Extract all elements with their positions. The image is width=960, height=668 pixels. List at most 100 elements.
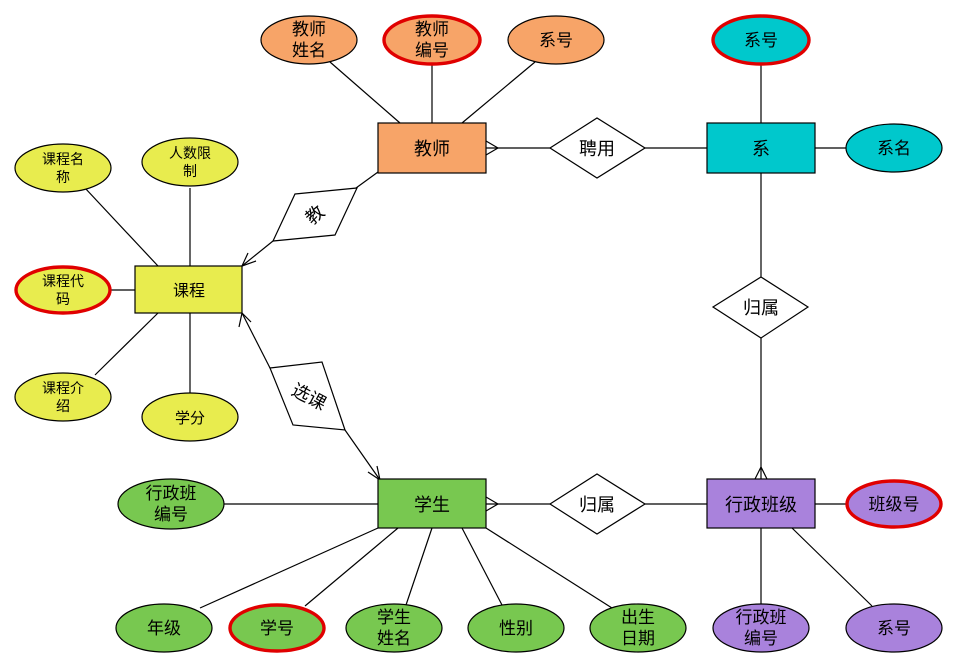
entity-course[interactable]: 课程 <box>134 265 243 314</box>
relationship-student-class-label: 归属 <box>579 495 615 516</box>
entity-teacher-label: 教师 <box>414 139 450 160</box>
entity-class-box <box>706 478 816 529</box>
attribute-teacher-dept-no[interactable]: 系号 <box>507 15 605 65</box>
line-belong-class-fork-b <box>760 466 768 480</box>
attribute-class-id-ellipse <box>712 603 810 653</box>
entity-student[interactable]: 学生 <box>377 478 487 529</box>
attribute-course-limit-line1: 人数限 <box>169 146 211 162</box>
attribute-course-name[interactable]: 课程名 称 <box>14 143 112 193</box>
relationship-hire[interactable]: 聘用 <box>548 117 647 179</box>
line-course-intro <box>94 312 159 376</box>
attribute-student-grade[interactable]: 年级 <box>115 603 213 653</box>
relationship-select-diamond <box>269 361 346 431</box>
relationship-teach[interactable]: 教 <box>272 187 358 242</box>
attribute-student-birth-ellipse <box>589 603 687 653</box>
relationship-dept-class-label: 归属 <box>743 298 779 319</box>
attribute-student-birth[interactable]: 出生 日期 <box>589 603 687 653</box>
attribute-course-limit[interactable]: 人数限 制 <box>141 137 239 187</box>
attribute-student-name-ellipse <box>345 603 443 653</box>
entity-class[interactable]: 行政班级 <box>706 478 816 529</box>
attribute-course-credit-label: 学分 <box>175 409 205 427</box>
attribute-class-id-line1: 行政班 <box>736 608 787 628</box>
attribute-course-limit-ellipse <box>141 137 239 187</box>
line-teach-course <box>241 240 274 267</box>
entity-dept-box <box>706 122 816 174</box>
attribute-teacher-name-line1: 教师 <box>292 20 326 40</box>
attribute-student-class-no-line1: 行政班 <box>146 484 197 504</box>
attribute-student-name[interactable]: 学生 姓名 <box>345 603 443 653</box>
attribute-teacher-dept-no-label: 系号 <box>539 31 573 51</box>
attribute-dept-name[interactable]: 系名 <box>845 123 943 173</box>
attribute-class-no[interactable]: 班级号 <box>845 479 943 529</box>
line-student-gender <box>461 527 503 606</box>
attribute-course-name-ellipse <box>14 143 112 193</box>
entity-teacher[interactable]: 教师 <box>377 122 487 174</box>
line-select-student-fork-b <box>376 465 381 481</box>
line-course-select <box>241 312 271 369</box>
attribute-course-intro-ellipse <box>14 372 112 422</box>
entity-student-label: 学生 <box>414 495 450 516</box>
attribute-course-code-ellipse <box>14 265 112 315</box>
relationship-student-class[interactable]: 归属 <box>548 473 647 535</box>
line-course-select-fork-a <box>238 312 243 328</box>
line-teacher-dept-no <box>461 61 536 124</box>
attribute-student-no-label: 学号 <box>260 619 294 639</box>
attribute-course-credit-ellipse <box>141 392 239 442</box>
relationship-dept-class[interactable]: 归属 <box>711 276 810 339</box>
relationship-hire-label: 聘用 <box>579 139 615 160</box>
line-teach-course-fork-b <box>241 252 249 267</box>
attribute-course-limit-line2: 制 <box>183 164 197 180</box>
attribute-class-dept-no-label: 系号 <box>877 619 911 639</box>
attribute-student-name-line2: 姓名 <box>377 629 411 649</box>
connector-lines <box>84 61 873 609</box>
attribute-student-grade-label: 年级 <box>147 619 181 639</box>
relationship-select[interactable]: 选课 <box>269 361 346 431</box>
attribute-class-no-label: 班级号 <box>869 495 920 515</box>
attribute-student-gender[interactable]: 性别 <box>467 603 565 653</box>
line-student-grade <box>199 527 379 609</box>
attribute-course-credit[interactable]: 学分 <box>141 392 239 442</box>
line-student-belong-fork-b <box>485 503 499 512</box>
attribute-dept-no[interactable]: 系号 <box>711 14 811 66</box>
attribute-student-name-line1: 学生 <box>377 608 411 628</box>
attribute-student-no-ellipse <box>228 603 326 653</box>
attribute-student-class-no-ellipse <box>117 478 225 530</box>
line-student-birth <box>485 527 613 609</box>
attribute-student-birth-line2: 日期 <box>621 629 655 649</box>
attribute-student-gender-label: 性别 <box>499 619 533 639</box>
line-student-no <box>304 527 399 607</box>
line-course-select-fork-b <box>241 312 252 323</box>
attribute-class-id[interactable]: 行政班 编号 <box>712 603 810 653</box>
line-teacher-teach <box>355 171 379 189</box>
line-belong-class-fork-a <box>754 466 762 480</box>
attribute-teacher-no[interactable]: 教师 编号 <box>382 14 482 66</box>
attribute-class-dept-no[interactable]: 系号 <box>845 603 943 653</box>
line-teacher-hire-fork-a <box>485 140 499 149</box>
attribute-student-grade-ellipse <box>115 603 213 653</box>
attribute-course-intro-line1: 课程介 <box>42 381 84 397</box>
line-class-dept-no <box>791 527 873 607</box>
attribute-class-no-ellipse <box>845 479 943 529</box>
attribute-course-intro[interactable]: 课程介 绍 <box>14 372 112 422</box>
attribute-student-birth-line1: 出生 <box>621 608 655 628</box>
entity-dept[interactable]: 系 <box>706 122 816 174</box>
relationship-teach-diamond <box>272 187 358 242</box>
attribute-teacher-no-line1: 教师 <box>415 20 449 40</box>
attribute-course-name-line1: 课程名 <box>42 152 84 168</box>
attribute-course-name-line2: 称 <box>56 170 70 186</box>
entity-class-label: 行政班级 <box>725 495 797 516</box>
entity-course-label: 课程 <box>173 281 205 300</box>
attribute-course-code[interactable]: 课程代 码 <box>14 265 112 315</box>
attribute-teacher-name-ellipse <box>260 15 358 65</box>
attribute-teacher-name[interactable]: 教师 姓名 <box>260 15 358 65</box>
attribute-teacher-no-ellipse <box>382 14 482 66</box>
attribute-class-id-line2: 编号 <box>744 629 778 649</box>
entity-course-box <box>134 265 243 314</box>
line-teacher-hire-fork-b <box>485 147 499 156</box>
attribute-student-class-no[interactable]: 行政班 编号 <box>117 478 225 530</box>
attribute-student-no[interactable]: 学号 <box>228 603 326 653</box>
entity-teacher-box <box>377 122 487 174</box>
attribute-class-dept-no-ellipse <box>845 603 943 653</box>
line-student-name <box>405 527 433 606</box>
attribute-course-code-line2: 码 <box>56 292 70 308</box>
